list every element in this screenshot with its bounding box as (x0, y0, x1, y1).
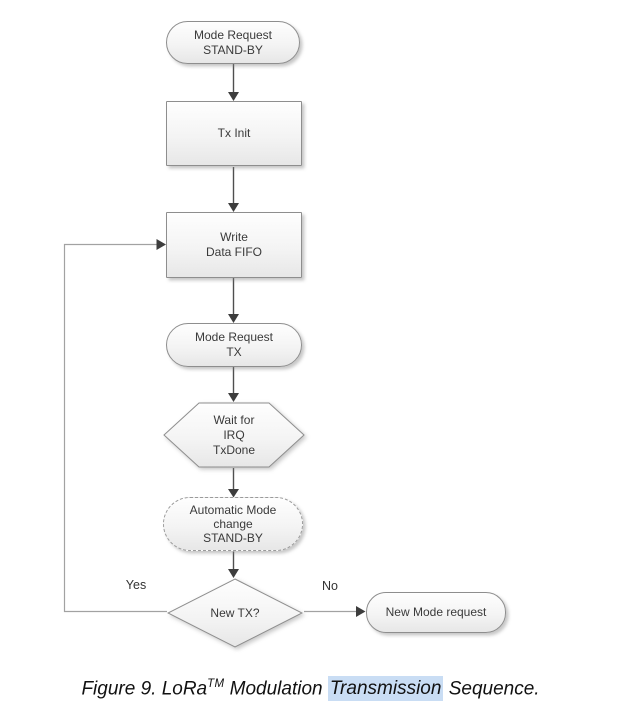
arrowhead-icon (228, 92, 239, 101)
node-label-line: Write (220, 230, 248, 244)
hexagon-shape (163, 402, 305, 468)
edge-no-to-newmode (304, 606, 366, 617)
node-new-tx-decision: New TX? (167, 578, 303, 648)
edge-yes-loop-to-fifo (63, 239, 167, 613)
node-label-line: New Mode request (385, 605, 487, 619)
node-automatic-mode-change: Automatic Mode change STAND-BY (163, 497, 303, 551)
node-label-line: Data FIFO (205, 245, 262, 259)
node-mode-request-standby: Mode Request STAND-BY (166, 21, 300, 64)
node-label-line: Automatic Mode (189, 503, 277, 517)
node-label-line: Wait for (213, 412, 255, 427)
edge-label-yes: Yes (125, 578, 147, 592)
node-label-line: TxDone (212, 442, 256, 457)
node-new-mode-request: New Mode request (366, 592, 506, 633)
arrowhead-icon (228, 393, 239, 402)
node-mode-request-tx: Mode Request TX (166, 323, 302, 367)
figure-caption: Figure 9. LoRaTM Modulation Transmission… (0, 671, 621, 702)
edge-modetx-to-wait (228, 367, 239, 402)
edge-wait-to-automode (228, 468, 239, 498)
edge-automode-to-newtx (228, 551, 239, 578)
node-label-line: IRQ (223, 427, 245, 442)
caption-prefix: Figure 9. LoRa (81, 678, 208, 700)
node-write-data-fifo: Write Data FIFO (166, 212, 302, 278)
arrowhead-icon (228, 314, 239, 323)
arrowhead-icon (356, 606, 366, 617)
edge-txinit-to-fifo (228, 167, 239, 212)
node-label-line: change (213, 517, 253, 531)
arrowhead-icon (228, 203, 239, 212)
caption-middle: Modulation (224, 678, 328, 700)
diamond-shape (167, 578, 303, 648)
node-labels: Wait for IRQ TxDone (213, 413, 255, 458)
node-label-line: STAND-BY (203, 42, 263, 57)
node-tx-init: Tx Init (166, 101, 302, 166)
node-label-line: Mode Request (193, 27, 273, 42)
node-label-line: Tx Init (217, 126, 251, 140)
node-label-line: STAND-BY (203, 531, 263, 545)
edge-fifo-to-modetx (228, 278, 239, 323)
caption-suffix: Sequence. (443, 678, 540, 700)
arrowhead-icon (156, 239, 166, 250)
caption-highlighted-word: Transmission (327, 676, 444, 702)
node-label-line: Mode Request (194, 330, 274, 344)
arrowhead-icon (228, 569, 239, 578)
edge-standby-to-txinit (228, 64, 239, 101)
node-wait-for-irq-txdone: Wait for IRQ TxDone (163, 402, 305, 468)
node-labels: New TX? (210, 606, 259, 621)
node-label-line: TX (226, 345, 242, 359)
edge-label-no: No (322, 579, 338, 593)
trademark-superscript: TM (207, 678, 225, 690)
node-label-line: New TX? (210, 605, 260, 620)
